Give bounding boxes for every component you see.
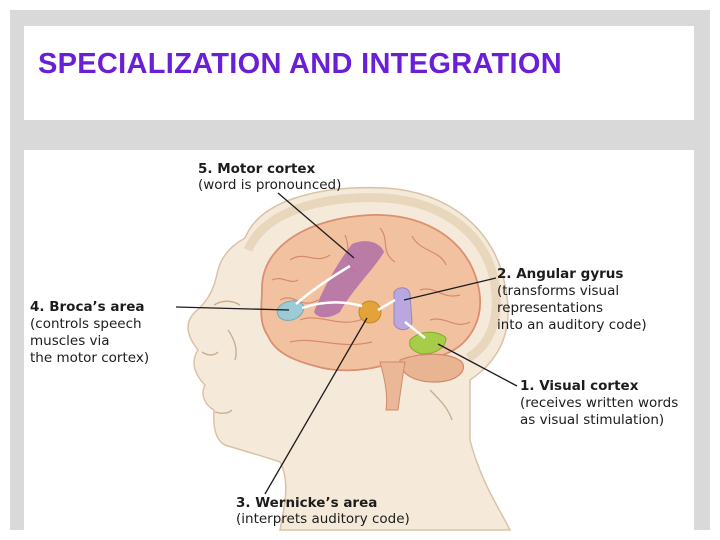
leader-lines — [175, 192, 518, 495]
visual-cortex-desc-1: (receives written words — [520, 395, 678, 411]
label-brocas-area: 4. Broca’s area (controls speech muscles… — [30, 299, 149, 366]
label-angular-gyrus: 2. Angular gyrus (transforms visual repr… — [497, 266, 647, 333]
label-visual-cortex: 1. Visual cortex (receives written words… — [520, 378, 678, 428]
angular-gyrus-heading: 2. Angular gyrus — [497, 266, 623, 282]
label-wernickes-area: 3. Wernicke’s area (interprets auditory … — [236, 495, 410, 527]
slide-title: SPECIALIZATION AND INTEGRATION — [38, 48, 563, 80]
motor-cortex-region — [314, 241, 384, 318]
visual-cortex-desc-2: as visual stimulation) — [520, 412, 664, 428]
angular-gyrus-desc-3: into an auditory code) — [497, 317, 647, 333]
visual-cortex-heading: 1. Visual cortex — [520, 378, 639, 394]
wernickes-area-region — [358, 300, 382, 324]
brocas-area-desc-2: muscles via — [30, 333, 110, 349]
brocas-area-heading: 4. Broca’s area — [30, 299, 144, 315]
skull-outline — [243, 193, 501, 362]
wernickes-area-heading: 3. Wernicke’s area — [236, 495, 377, 511]
brainstem — [379, 361, 406, 411]
brocas-area-desc-1: (controls speech — [30, 316, 142, 332]
brocas-area-region — [276, 300, 305, 321]
visual-cortex-region — [409, 331, 447, 355]
motor-cortex-heading: 5. Motor cortex — [198, 161, 316, 177]
brocas-area-desc-3: the motor cortex) — [30, 350, 149, 366]
angular-gyrus-desc-1: (transforms visual — [497, 283, 619, 299]
motor-cortex-desc-1: (word is pronounced) — [198, 177, 341, 193]
label-motor-cortex: 5. Motor cortex (word is pronounced) — [198, 161, 341, 193]
title-box — [24, 26, 694, 120]
wernickes-area-desc-1: (interprets auditory code) — [236, 511, 410, 527]
angular-gyrus-region — [393, 287, 413, 331]
brain-folds — [271, 227, 471, 346]
face-details — [201, 300, 453, 421]
angular-gyrus-desc-2: representations — [497, 300, 603, 316]
pathway-arrows — [295, 264, 426, 339]
cerebellum — [399, 353, 464, 383]
brain-shape — [260, 214, 481, 372]
